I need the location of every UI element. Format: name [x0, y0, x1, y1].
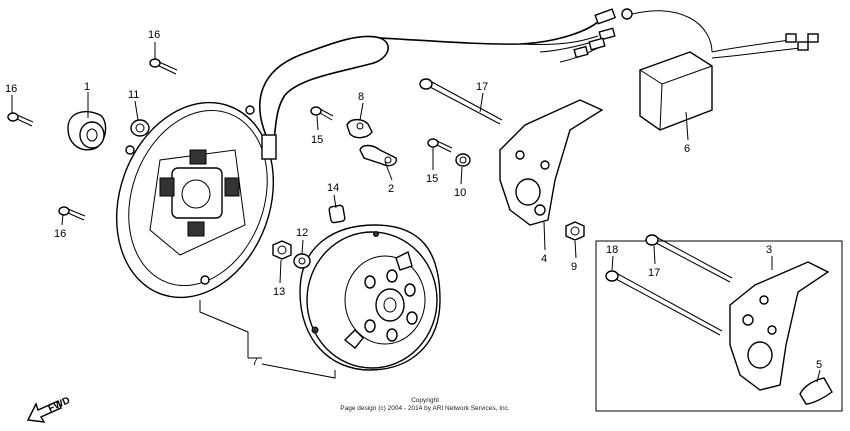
wire-clamp-2 [359, 144, 397, 167]
copyright-line-1: Copyright [411, 397, 439, 404]
callout-7: 7 [252, 356, 258, 368]
long-bolt-17-top [419, 78, 503, 125]
callout-2: 2 [388, 183, 394, 195]
wire-connectors [573, 8, 713, 59]
callout-6: 6 [684, 143, 690, 155]
callout-1: 1 [84, 81, 90, 93]
callout-8: 8 [358, 91, 364, 103]
callout-9: 9 [571, 261, 577, 273]
long-bolt-18 [605, 270, 723, 336]
bolt-16-top [149, 58, 178, 75]
callout-14: 14 [327, 182, 339, 194]
fwd-label: FWD [47, 395, 72, 415]
woodruff-key [328, 204, 346, 224]
callout-16-left: 16 [5, 83, 17, 95]
callout-10: 10 [454, 187, 466, 199]
flywheel-nut [272, 240, 292, 260]
pin-5 [799, 377, 833, 405]
callout-17-inset: 17 [648, 267, 660, 279]
callout-labels: 1 2 3 4 5 6 7 8 9 10 11 12 13 14 15 15 1… [5, 29, 822, 371]
copyright-line-2: Page design (c) 2004 - 2014 by ARI Netwo… [340, 405, 510, 412]
callout-12: 12 [296, 227, 308, 239]
callout-13: 13 [273, 286, 285, 298]
flywheel-rotor [299, 224, 441, 371]
callout-17-top: 17 [476, 81, 488, 93]
bolt-16-left [7, 112, 34, 127]
long-bolt-17-inset [645, 234, 733, 283]
callout-15-lower: 15 [426, 173, 438, 185]
wire-clamp-8 [346, 118, 373, 139]
grommet [130, 119, 150, 137]
bolt-16-lower [58, 206, 86, 221]
collar [455, 153, 471, 167]
callout-18: 18 [606, 244, 618, 256]
screw-15-upper [310, 106, 334, 121]
washer [293, 253, 311, 269]
nut-9 [565, 221, 585, 241]
callout-5: 5 [816, 359, 822, 371]
cdi-unit [639, 33, 819, 131]
leader-lines [11, 42, 821, 383]
callout-16-lower: 16 [54, 228, 66, 240]
fwd-arrow: FWD [26, 395, 72, 423]
stator-base-plate [115, 101, 277, 299]
callout-15-upper: 15 [311, 134, 323, 146]
mounting-bracket-4 [499, 99, 604, 226]
callout-11: 11 [128, 89, 139, 101]
screw-15-lower [427, 138, 453, 153]
callout-4: 4 [541, 253, 547, 265]
mounting-bracket-3 [729, 261, 830, 391]
oil-seal-cap [67, 111, 107, 151]
inset-frame [595, 240, 843, 412]
callout-16-top: 16 [148, 29, 160, 41]
callout-3: 3 [766, 244, 772, 256]
